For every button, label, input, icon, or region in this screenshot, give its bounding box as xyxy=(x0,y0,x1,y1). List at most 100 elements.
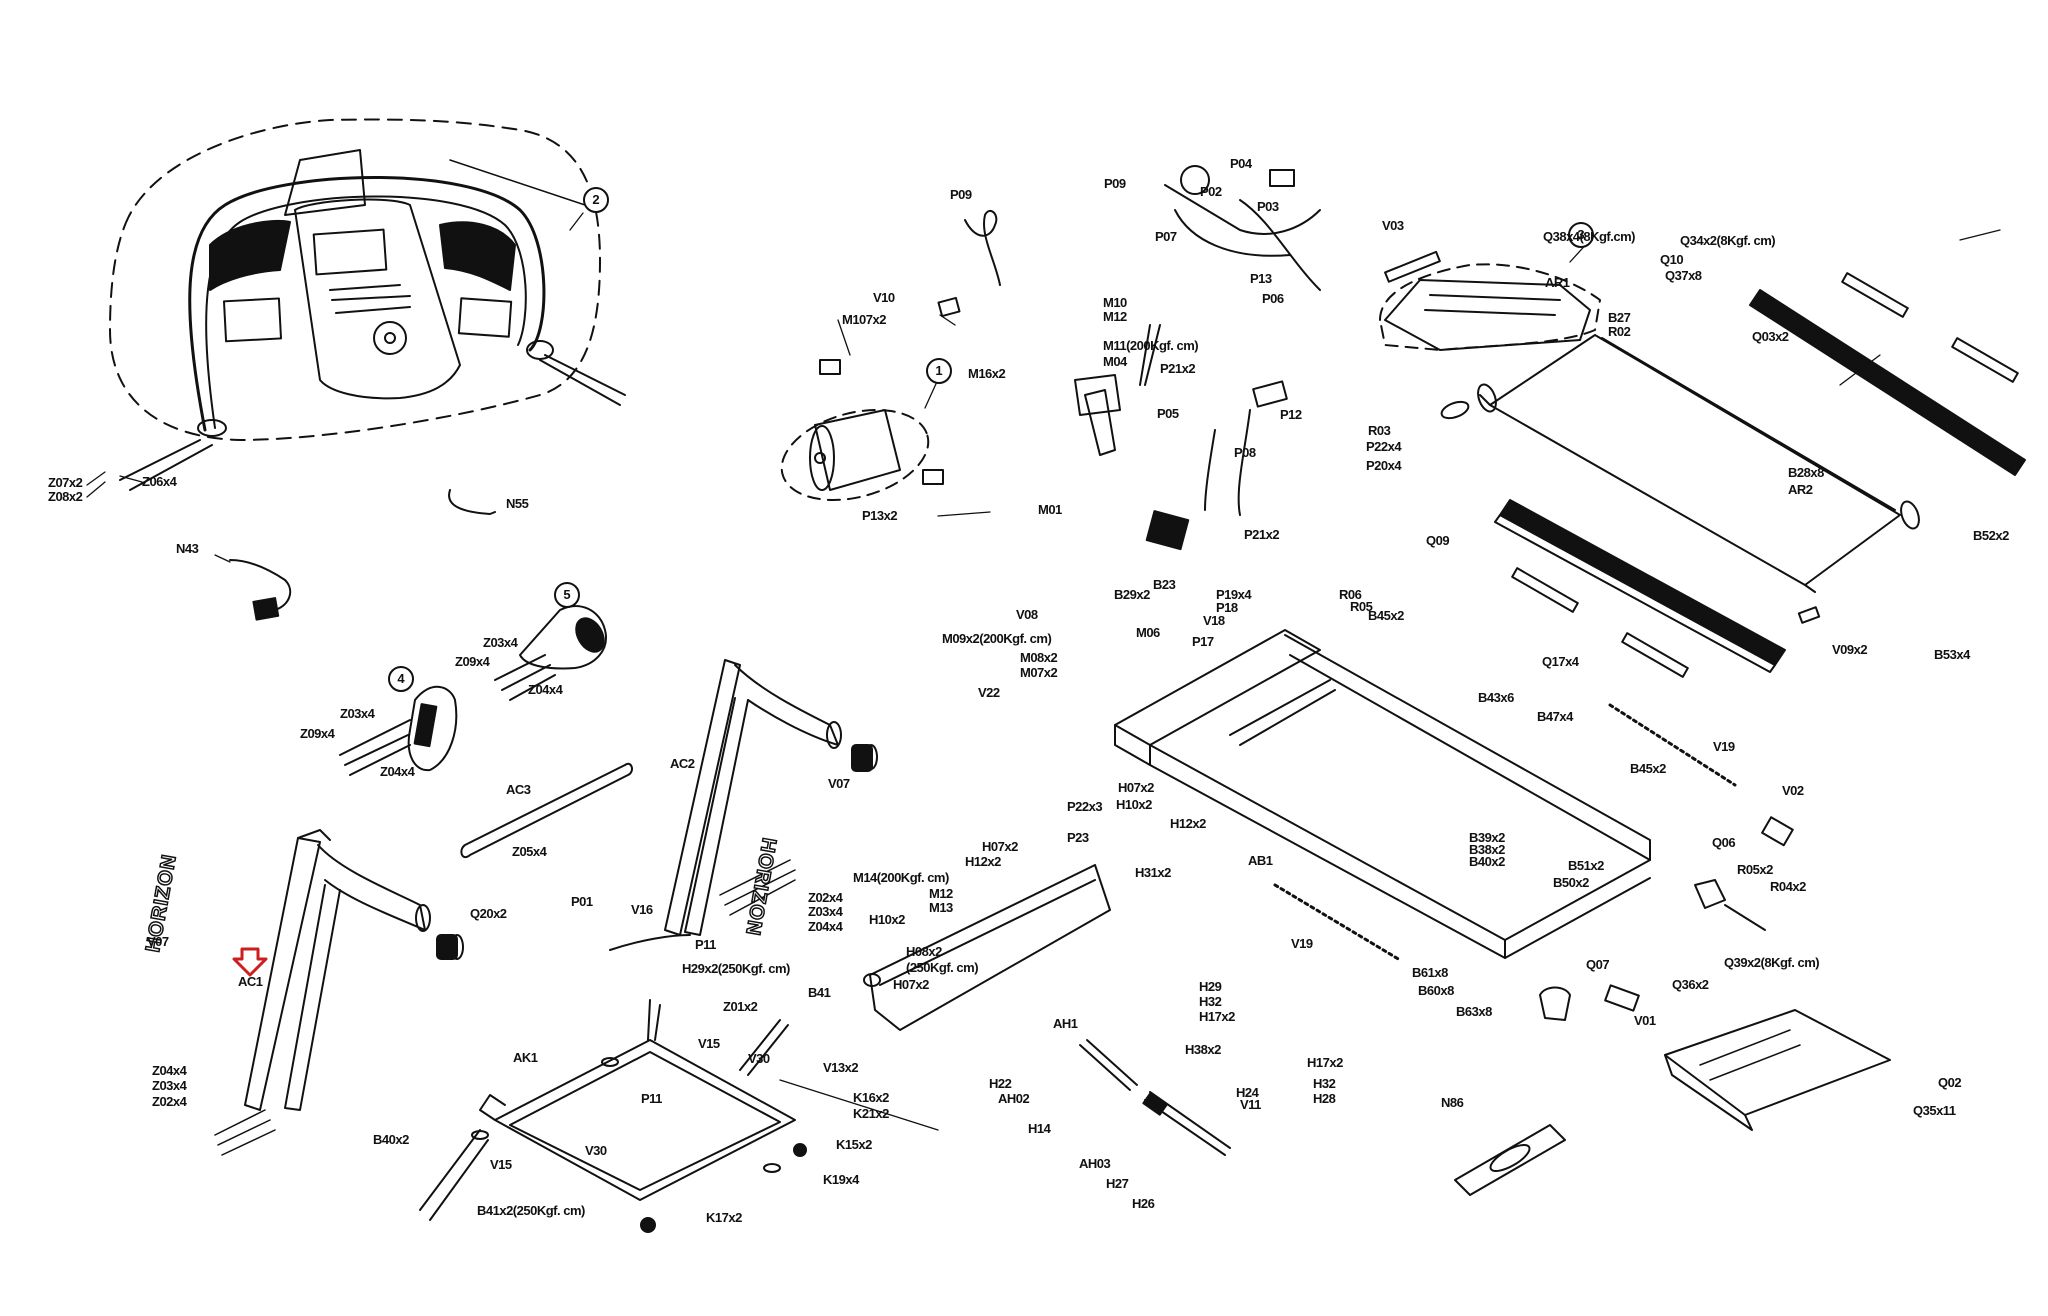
label-b50x2: B50x2 xyxy=(1553,875,1589,890)
label-q06: Q06 xyxy=(1712,835,1736,850)
q06-roller-guard xyxy=(1694,879,1726,909)
label-p01: P01 xyxy=(571,894,593,909)
label-p17: P17 xyxy=(1192,634,1214,649)
label-h07x2-c: H07x2 xyxy=(893,977,929,992)
label-p07: P07 xyxy=(1155,229,1177,244)
q17-strip-b xyxy=(1951,337,2019,383)
label-b63x8: B63x8 xyxy=(1456,1004,1492,1019)
motor-hood-assembly xyxy=(1379,263,1601,351)
label-v22: V22 xyxy=(978,685,1000,700)
ah1-incline-frame xyxy=(863,864,1111,1031)
arrow-down-outline-icon xyxy=(232,947,268,977)
label-q17x4: Q17x4 xyxy=(1542,654,1579,669)
q20x2-endcap-left xyxy=(436,934,464,960)
label-m14: M14(200Kgf. cm) xyxy=(853,870,949,885)
label-m11: M11(200Kgf. cm) xyxy=(1103,338,1199,353)
label-p08: P08 xyxy=(1234,445,1256,460)
assembly-callout-2: 2 xyxy=(583,187,609,213)
label-m107x2: M107x2 xyxy=(842,312,886,327)
label-p13x2: P13x2 xyxy=(862,508,898,523)
label-z05x4: Z05x4 xyxy=(512,844,547,859)
label-z04x4-left: Z04x4 xyxy=(152,1063,187,1078)
grip-4-outline xyxy=(407,685,458,772)
label-m04: M04 xyxy=(1103,354,1127,369)
label-h29: H29 xyxy=(1199,979,1222,994)
label-h31x2: H31x2 xyxy=(1135,865,1171,880)
label-z04x4-right: Z04x4 xyxy=(808,919,843,934)
m01-heatsink xyxy=(1145,510,1190,551)
label-b60x8: B60x8 xyxy=(1418,983,1454,998)
label-p19x4: P19x4 xyxy=(1216,587,1252,602)
label-p18: P18 xyxy=(1216,600,1238,615)
assembly-callout-4: 4 xyxy=(388,666,414,692)
label-v18: V18 xyxy=(1203,613,1225,628)
label-b23: B23 xyxy=(1153,577,1176,592)
q02-bottom-cover xyxy=(1664,1009,1891,1131)
label-p09-b: P09 xyxy=(1104,176,1126,191)
r03-belt xyxy=(1440,400,1470,420)
label-q36x2: Q36x2 xyxy=(1672,977,1709,992)
v01-decal xyxy=(1604,984,1640,1012)
label-ab1: AB1 xyxy=(1248,853,1273,868)
label-q34x2: Q34x2(8Kgf. cm) xyxy=(1680,233,1776,248)
ac1-upright xyxy=(244,829,431,1111)
label-m16x2: M16x2 xyxy=(968,366,1006,381)
ah02-lift-arm xyxy=(1079,1039,1138,1091)
p12-sensor xyxy=(1252,380,1288,408)
label-n86: N86 xyxy=(1441,1095,1464,1110)
label-ac1: AC1 xyxy=(238,974,263,989)
label-ah03: AH03 xyxy=(1079,1156,1111,1171)
label-p21x2-a: P21x2 xyxy=(1160,361,1196,376)
label-b28x8: B28x8 xyxy=(1788,465,1824,480)
label-z03x4-left: Z03x4 xyxy=(152,1078,187,1093)
label-v07-right: V07 xyxy=(828,776,850,791)
label-b45x2-b: B45x2 xyxy=(1630,761,1666,776)
label-z04x4-b: Z04x4 xyxy=(528,682,563,697)
label-ac3: AC3 xyxy=(506,782,531,797)
v19-decal-a xyxy=(1608,703,1737,787)
label-b41: B41 xyxy=(808,985,831,1000)
label-z03x4-a: Z03x4 xyxy=(340,706,375,721)
label-p04: P04 xyxy=(1230,156,1252,171)
label-p05: P05 xyxy=(1157,406,1179,421)
n43-cable xyxy=(229,559,292,616)
console-dashed-boundary xyxy=(109,118,601,441)
label-h08x2-torque: (250Kgf. cm) xyxy=(906,960,979,975)
label-b40x2: B40x2 xyxy=(373,1132,409,1147)
label-q39x2: Q39x2(8Kgf. cm) xyxy=(1724,955,1820,970)
label-p09-a: P09 xyxy=(950,187,972,202)
label-v19-b: V19 xyxy=(1291,936,1313,951)
label-z06x4-console: Z06x4 xyxy=(142,474,177,489)
console-panel xyxy=(294,198,461,400)
label-v02: V02 xyxy=(1782,783,1804,798)
label-h07x2-a: H07x2 xyxy=(1118,780,1154,795)
label-p12: P12 xyxy=(1280,407,1302,422)
console-keypad xyxy=(373,321,407,355)
label-r04x2: R04x2 xyxy=(1770,879,1806,894)
label-b53x4: B53x4 xyxy=(1934,647,1970,662)
drive-motor-assembly xyxy=(780,359,944,501)
label-h22: H22 xyxy=(989,1076,1012,1091)
label-h10x2-b: H10x2 xyxy=(869,912,905,927)
q03-side-rail-right xyxy=(1749,289,2026,476)
console-handlebar xyxy=(188,176,546,432)
q17-strip-c xyxy=(1511,567,1579,613)
label-q07: Q07 xyxy=(1586,957,1610,972)
label-z02x4-left: Z02x4 xyxy=(152,1094,187,1109)
label-b43x6: B43x6 xyxy=(1478,690,1514,705)
running-deck xyxy=(1477,334,1920,593)
label-v10: V10 xyxy=(873,290,895,305)
label-h14: H14 xyxy=(1028,1121,1051,1136)
label-p11: P11 xyxy=(695,937,716,952)
label-ac2: AC2 xyxy=(670,756,695,771)
console-assembly xyxy=(109,118,626,491)
label-b51x2: B51x2 xyxy=(1568,858,1604,873)
console-screen xyxy=(312,228,388,276)
label-h08x2: H08x2 xyxy=(906,944,942,959)
label-m10: M10 xyxy=(1103,295,1127,310)
v10-decal xyxy=(937,296,961,318)
label-q20x2: Q20x2 xyxy=(470,906,507,921)
ab1-main-frame xyxy=(1114,629,1651,959)
label-m09x2: M09x2(200Kgf. cm) xyxy=(942,631,1052,646)
label-p06-a: P06 xyxy=(1262,291,1284,306)
